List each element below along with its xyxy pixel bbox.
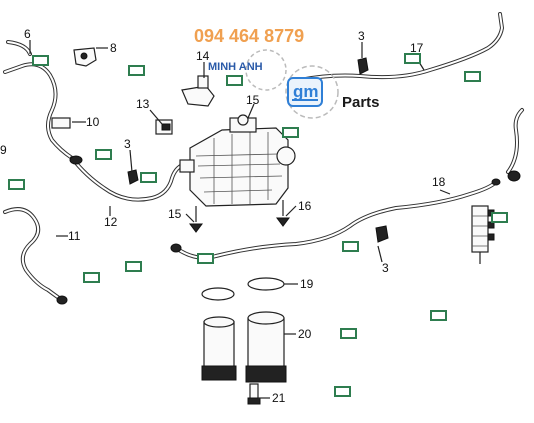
hose-4 [3,40,74,160]
bolt-15-right [276,200,290,227]
leader-lines [29,40,481,399]
hose-10 [3,207,68,305]
hose-11 [69,155,188,202]
gear-icon-large [285,65,339,119]
hotspot-sensor-13[interactable] [226,75,243,86]
hotspot-hose-4[interactable] [32,55,49,66]
callout-15-left: 15 [168,207,182,221]
callout-3-a: 3 [124,137,131,151]
seal-ring-18 [201,277,285,301]
callout-16: 17 [410,41,424,55]
gm-logo-text: gm [293,82,319,101]
brand-parts-label: Parts [342,94,380,111]
shop-phone: 094 464 8779 [194,26,304,46]
callout-4: 6 [24,27,31,41]
hotspot-connector-12[interactable] [125,261,142,272]
callout-18: 19 [300,277,314,291]
shop-watermark: 094 464 8779 MINH ANH gm Parts [194,26,380,119]
callout-10: 11 [68,229,81,243]
hotspot-drain-plug-20[interactable] [334,386,351,397]
hotspot-pipe-8[interactable] [8,179,25,190]
manifold-21 [471,205,495,253]
callout-labels: 6 8 9 10 11 12 13 14 15 15 16 17 18 19 2… [0,27,446,405]
hotspot-line-16[interactable] [404,53,421,64]
shop-name: MINH ANH [208,61,263,73]
hotspot-bracket-6[interactable] [128,65,145,76]
hotspots[interactable] [8,53,508,397]
hotspot-hose-10[interactable] [83,272,100,283]
callout-19: 20 [298,327,312,341]
callout-3-b: 3 [358,29,365,43]
callout-8: 9 [0,143,7,157]
sensor-13 [181,75,215,107]
callout-6: 8 [110,41,117,55]
callout-17: 18 [432,175,446,189]
bracket-6 [73,47,97,67]
clip-3-c [375,225,389,243]
clip-3-a [127,169,139,185]
hotspot-hose-11[interactable] [140,172,157,183]
bolt-15-left [189,206,203,233]
hotspot-manifold-21[interactable] [491,212,508,223]
hotspot-clip-3-b[interactable] [464,71,481,82]
callout-15-right: 16 [298,199,312,213]
hotspot-bolt-15[interactable] [197,253,214,264]
hotspot-clip-9[interactable] [95,149,112,160]
connector-12 [155,119,173,135]
callout-11: 12 [104,215,118,229]
callout-12: 13 [136,97,150,111]
callout-9: 10 [86,115,100,129]
drain-plug-20 [247,383,261,405]
callout-20: 21 [272,391,286,405]
gear-icon [245,49,287,91]
hotspot-line-17[interactable] [342,241,359,252]
hotspot-canister-14[interactable] [282,127,299,138]
callout-13: 14 [196,49,210,63]
line-16 [298,12,505,82]
hotspot-clip-3-c[interactable] [430,310,447,321]
filter-19 [201,311,287,383]
clip-3-b [357,57,369,75]
canister-14 [179,114,296,207]
hotspot-filter-19[interactable] [340,328,357,339]
line-17 [170,108,524,260]
callout-14: 15 [246,93,260,107]
callout-3-c: 3 [382,261,389,275]
clip-9 [51,117,71,129]
